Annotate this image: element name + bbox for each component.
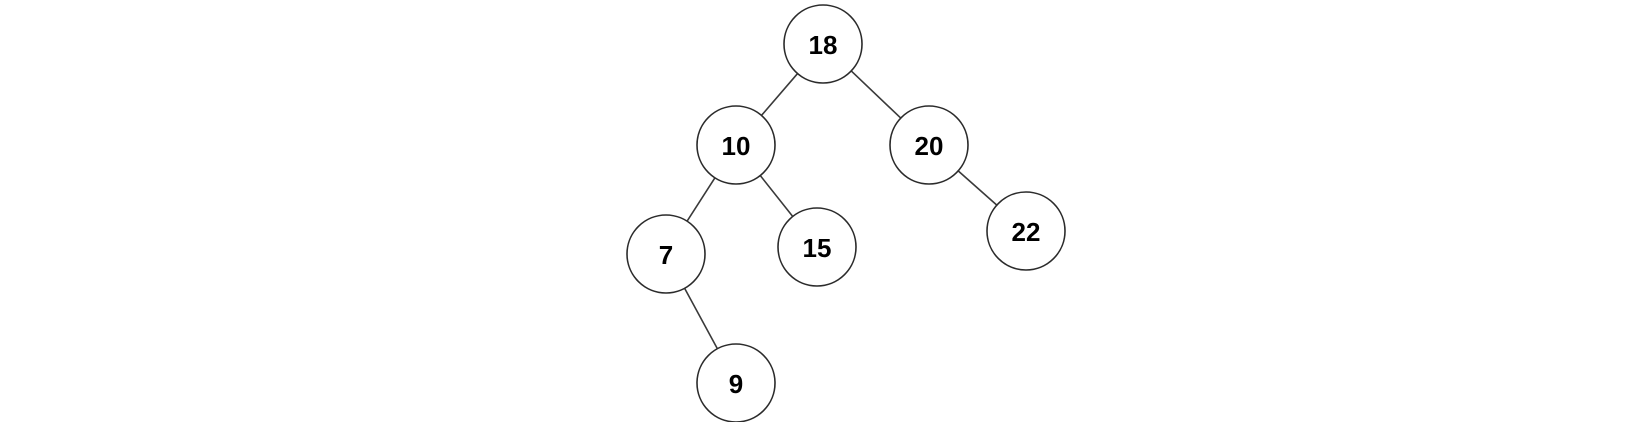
tree-edge-10-to-7 <box>686 177 716 222</box>
tree-node-15[interactable]: 15 <box>777 207 857 287</box>
node-circle-9 <box>696 343 776 422</box>
tree-edge-20-to-22 <box>957 170 998 206</box>
node-circle-7 <box>626 214 706 294</box>
tree-node-20[interactable]: 20 <box>889 105 969 185</box>
node-label-9: 9 <box>729 369 743 399</box>
tree-edge-7-to-9 <box>683 287 719 350</box>
tree-node-9[interactable]: 9 <box>696 343 776 422</box>
node-circle-15 <box>777 207 857 287</box>
node-label-7: 7 <box>659 240 673 270</box>
tree-node-22[interactable]: 22 <box>986 191 1066 271</box>
node-label-18: 18 <box>809 30 838 60</box>
tree-edge-18-to-10 <box>760 72 799 117</box>
node-label-22: 22 <box>1012 217 1041 247</box>
tree-node-18[interactable]: 18 <box>783 4 863 84</box>
tree-node-10[interactable]: 10 <box>696 105 776 185</box>
node-circle-20 <box>889 105 969 185</box>
node-circle-10 <box>696 105 776 185</box>
node-label-15: 15 <box>803 233 832 263</box>
node-circle-18 <box>783 4 863 84</box>
tree-edge-10-to-15 <box>759 174 794 218</box>
edge-layer <box>683 70 998 350</box>
node-circle-22 <box>986 191 1066 271</box>
tree-node-7[interactable]: 7 <box>626 214 706 294</box>
node-label-20: 20 <box>915 131 944 161</box>
node-layer: 18 10 20 7 15 22 9 <box>626 4 1066 422</box>
node-label-10: 10 <box>722 131 751 161</box>
tree-edge-18-to-20 <box>850 70 902 119</box>
